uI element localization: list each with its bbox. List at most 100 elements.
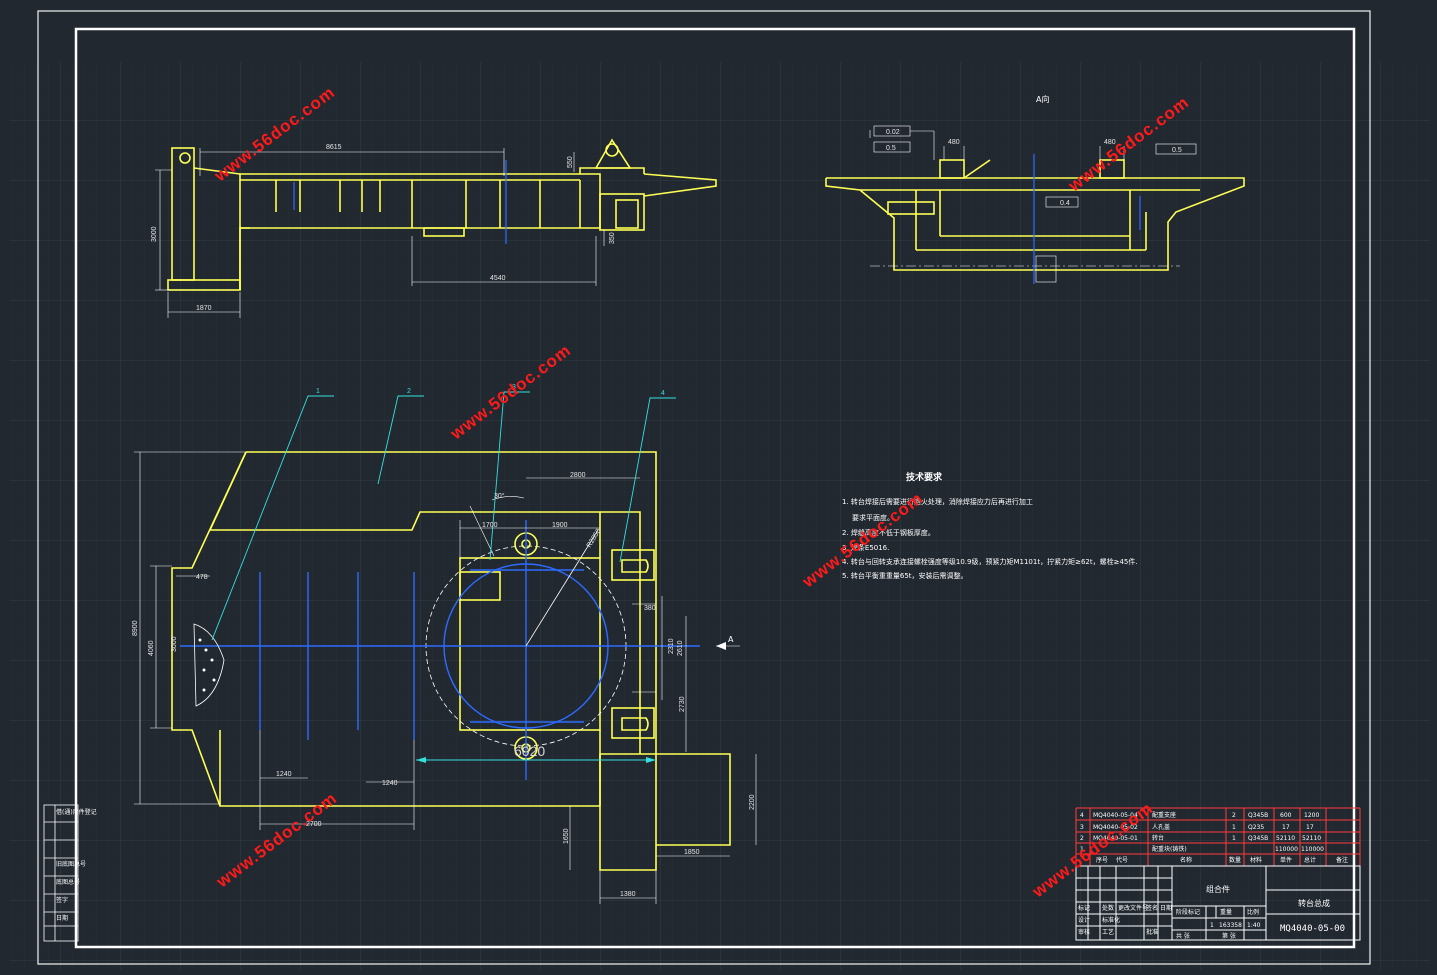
tb-label-date: 日期 [1160,904,1172,912]
inner-drawing-border [74,27,1356,949]
dim-6020: 6020 [514,743,545,759]
dim-4540: 4540 [490,275,506,282]
left-panel-row-2: 旧底图总号 [56,860,86,868]
bom-r1-w1: 17 [1282,824,1290,831]
tb-label-count: 处数 [1102,904,1114,912]
title-block: 标记 处数 更改文件号 签名 日期 设计 标准化 审核 工艺 批准 阶段标记 重… [1075,865,1361,941]
technical-requirements: 技术要求 1. 转台焊接后需要进行退火处理，消除焊接应力后再进行加工 要求平面度… [842,471,1138,580]
tb-drawing-name: 转台总成 [1298,898,1330,908]
bom-r1-mat: Q235 [1248,824,1264,831]
bom-r1-no: 3 [1080,824,1084,831]
tb-label-scale: 比例 [1247,908,1259,916]
tb-label-sheets: 共 张 [1176,932,1190,940]
dim-2730: 2730 [679,696,686,712]
dim-1870: 1870 [196,305,212,312]
section-arrow-a: A [728,635,734,644]
bom-h-w1: 单件 [1280,856,1292,864]
dim-2700: 2700 [306,821,322,828]
dim-478: 478 [196,574,208,581]
bom-r0-name: 配重支座 [1152,811,1176,819]
bom-r0-w1: 600 [1280,812,1292,819]
bom-r0-mat: Q345B [1248,812,1268,819]
bom-r1-code: MQ4040-05-02 [1093,824,1138,831]
tb-weight: 163358 [1219,922,1242,929]
tech-req-item-4: 4. 转台与回转支承连接螺栓强度等级10.9级，预紧力矩M1101t，拧紧力矩≥… [842,557,1138,566]
bom-r2-name: 转台 [1152,834,1164,842]
dim-480-left: 480 [948,139,960,146]
bom-h-qty: 数量 [1229,856,1241,864]
bom-h-mat: 材料 [1250,856,1262,864]
tb-label-weight: 重量 [1220,908,1232,916]
dim-3000-side: 3000 [151,226,158,242]
bom-r3-name: 配重块(铸铁) [1152,845,1187,853]
bom-r2-code: MQ4040-05-01 [1093,835,1138,842]
left-registration-panel [43,804,79,942]
tb-label-sign: 签名 [1146,904,1158,912]
tb-label-design: 设计 [1078,916,1090,924]
bom-r1-qty: 1 [1232,824,1236,831]
bom-r0-code: MQ4040-05-04 [1093,812,1138,819]
side-elevation-view: 8615 550 3000 1870 350 4540 [151,138,717,318]
tb-label-process: 工艺 [1102,928,1114,936]
bom-h-w2: 总计 [1304,856,1316,864]
dim-550: 550 [567,156,574,168]
dim-1240-b: 1240 [382,780,398,787]
tb-label-review: 审核 [1078,928,1090,936]
dim-8900: 8900 [132,620,139,636]
outer-sheet-border [37,10,1371,965]
dim-1650: 1650 [563,828,570,844]
left-panel-row-5: 日期 [56,914,68,922]
tb-label-approve: 批准 [1146,928,1158,936]
bom-r3-no: 1 [1080,846,1084,853]
tb-label-stage: 阶段标记 [1176,908,1200,916]
bom-r2-w1: 52110 [1276,835,1295,842]
tb-label-mark: 标记 [1078,904,1090,912]
bom-r0-w2: 1200 [1304,812,1319,819]
tech-req-title: 技术要求 [906,471,943,483]
left-panel-labels: 借(通)用件登记 旧底图总号 底图总号 签字 日期 [56,808,97,922]
bom-h-remark: 备注 [1336,856,1348,864]
left-panel-row-3: 底图总号 [56,878,80,886]
bom-r3-w1: 110000 [1275,846,1298,853]
dim-1700: 1700 [482,522,498,529]
bom-h-name: 名称 [1180,856,1192,864]
dim-30deg: 30° [494,492,505,500]
part-label-3: 3 [512,384,516,391]
part-label-4: 4 [661,390,665,397]
bom-r3-w2: 110000 [1301,846,1324,853]
tb-label-standard: 标准化 [1102,916,1120,924]
tb-scale: 1:40 [1247,922,1261,929]
left-panel-row-4: 签字 [56,896,68,904]
dim-2800: 2800 [570,472,586,479]
dim-480-right: 480 [1104,139,1116,146]
tb-label-sheet-no: 第 张 [1222,932,1236,940]
tech-req-item-2: 2. 焊缝高度不低于钢板厚度。 [842,528,935,537]
dim-380: 380 [644,605,656,612]
dim-8615: 8615 [326,144,342,151]
bom-r0-qty: 2 [1232,812,1236,819]
tech-req-item-3: 3. 焊条E5016. [842,543,889,552]
tb-sheet-count: 1 [1210,922,1214,929]
dim-2310: 2310 [668,638,675,654]
tb-label-change-no: 更改文件号 [1118,904,1148,912]
bom-r2-w2: 52110 [1302,835,1321,842]
left-panel-row-0: 借(通)用件登记 [56,808,97,816]
dim-1380: 1380 [620,891,636,898]
dim-1240-a: 1240 [276,771,292,778]
tb-drawing-number: MQ4040-05-00 [1280,924,1345,934]
tol-flatness-left: 0.5 [886,145,896,152]
tol-perp: 0.4 [1060,200,1070,207]
part-label-2: 2 [407,388,411,395]
dim-3000-plan: 3000 [171,636,178,652]
bom-r0-no: 4 [1080,812,1084,819]
dim-1900: 1900 [552,522,568,529]
bom-r1-w2: 17 [1306,824,1314,831]
bom-r2-mat: Q345B [1248,835,1268,842]
tech-req-item-1: 1. 转台焊接后需要进行退火处理，消除焊接应力后再进行加工 [842,497,1033,506]
bom-r2-no: 2 [1080,835,1084,842]
tol-parallel: 0.02 [886,129,900,136]
bom-r2-qty: 1 [1232,835,1236,842]
dim-2610: 2610 [677,640,684,656]
tol-flatness-right: 0.5 [1172,147,1182,154]
